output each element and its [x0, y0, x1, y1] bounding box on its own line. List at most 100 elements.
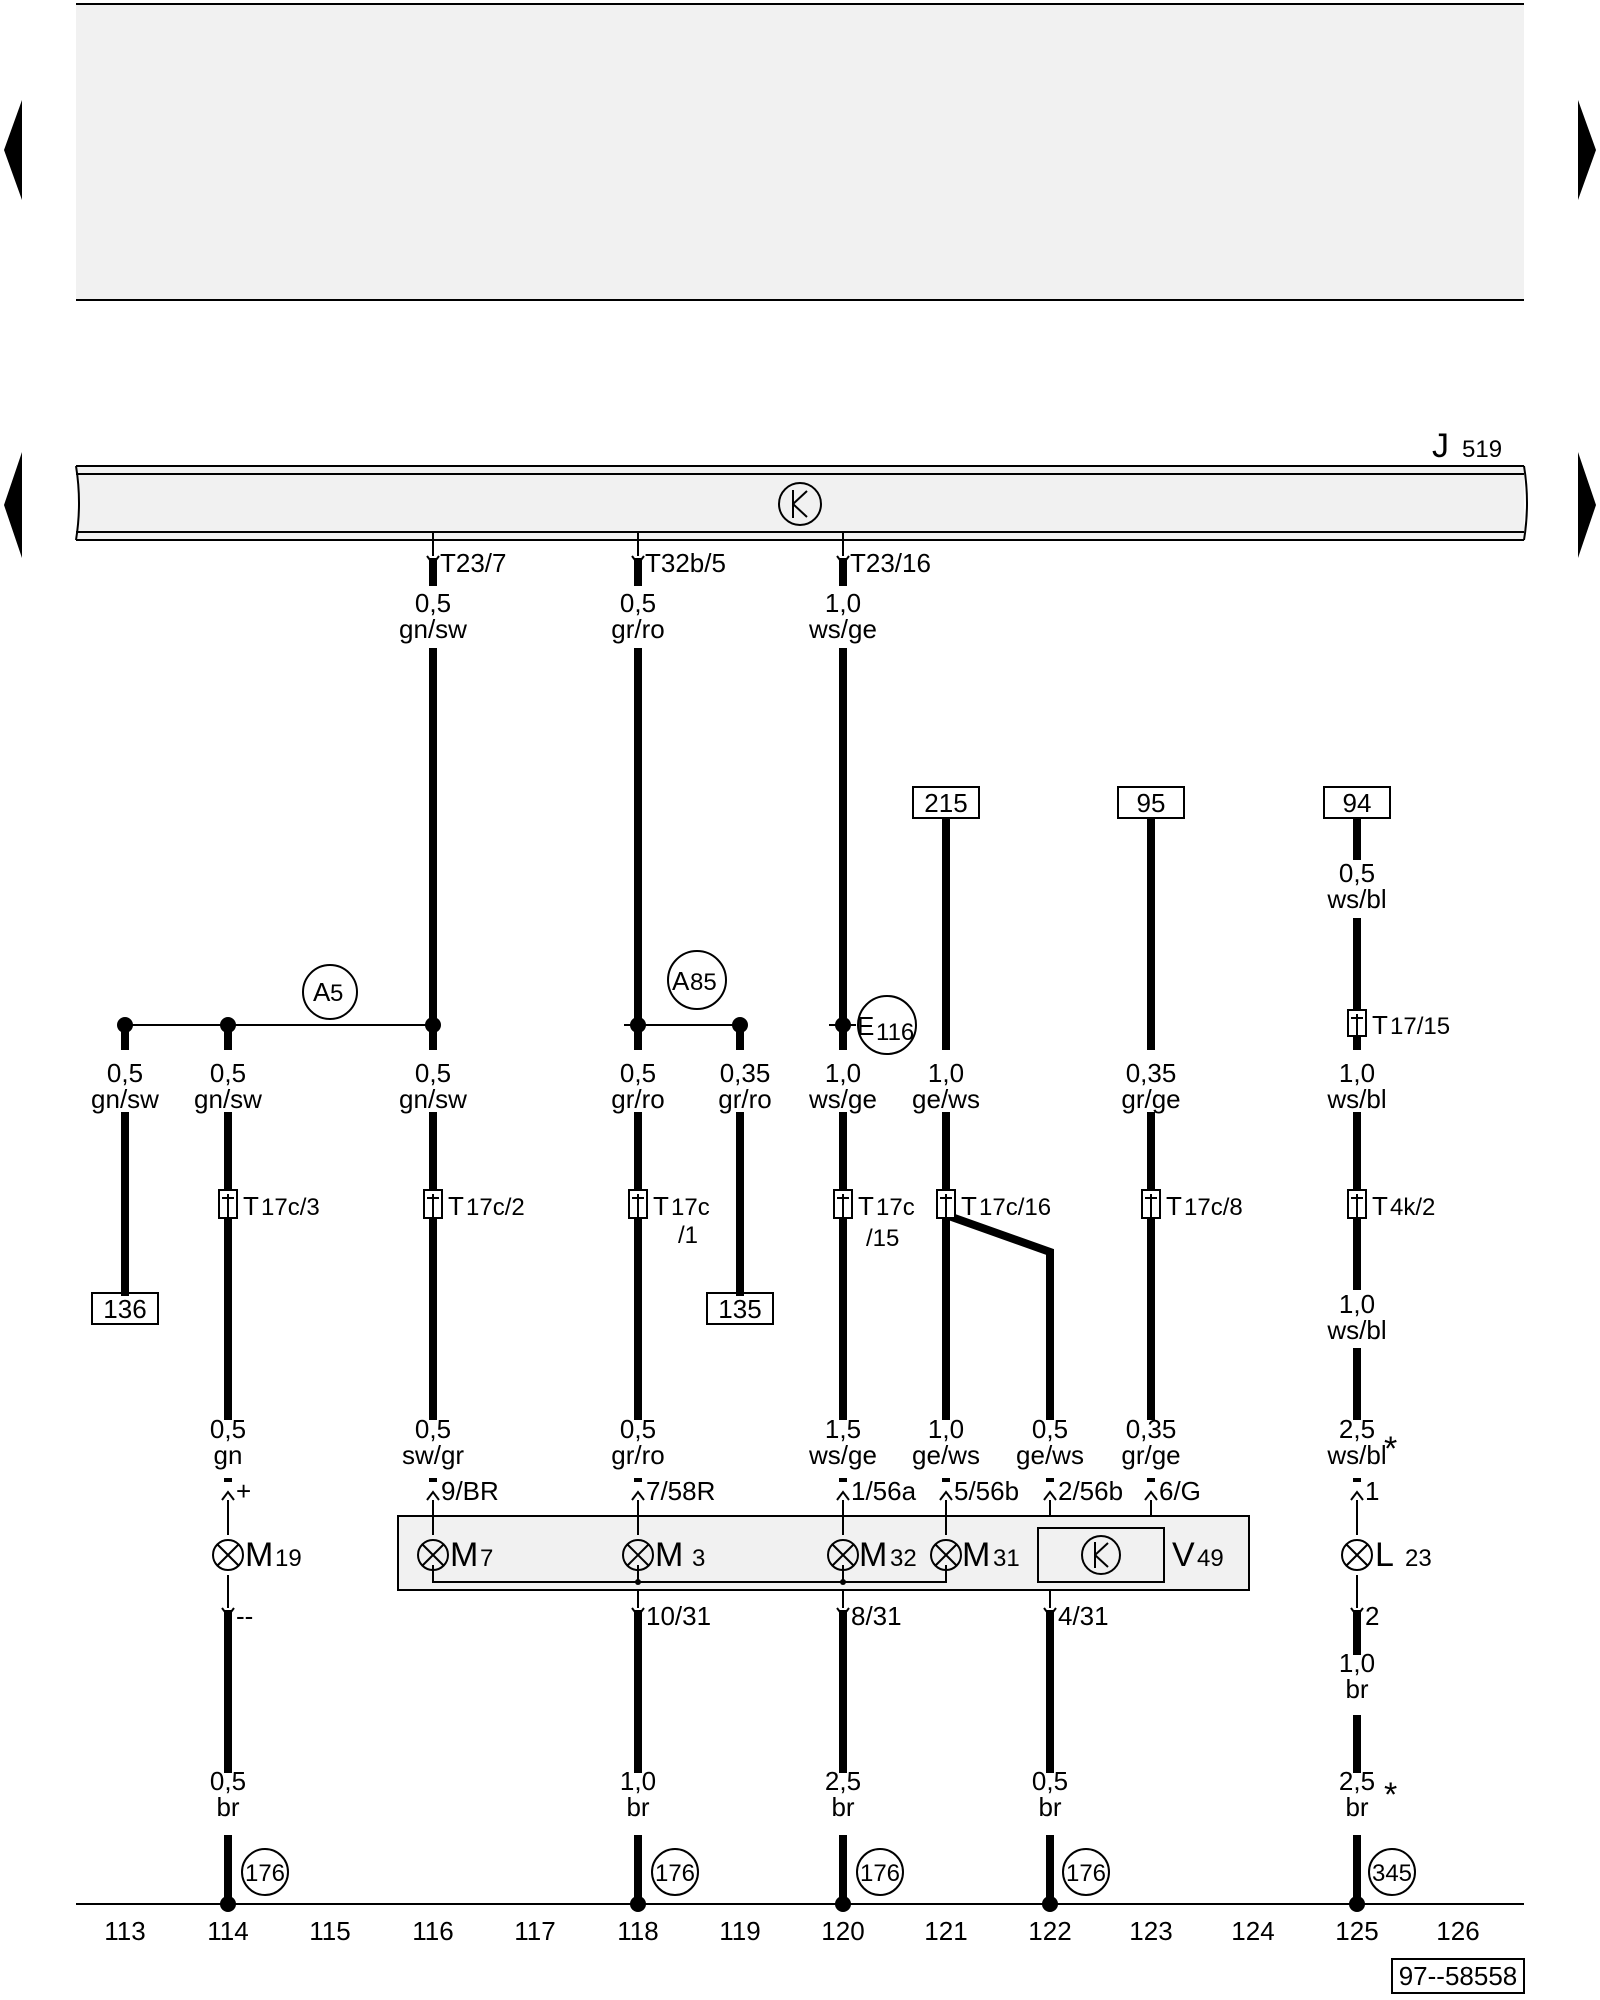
column-number: 113	[104, 1916, 145, 1946]
svg-text:A: A	[672, 966, 690, 996]
ref-box-215[interactable]: 215	[912, 786, 980, 819]
pin-label: 6/G	[1159, 1476, 1201, 1506]
svg-text:V: V	[1172, 1536, 1195, 1574]
svg-text:E: E	[857, 1011, 874, 1041]
wire-size: 1,0	[825, 1058, 861, 1088]
ref-box-94[interactable]: 94	[1323, 786, 1391, 819]
wire-color: ge/ws	[912, 1440, 980, 1470]
wire-size: 0,5	[415, 588, 451, 618]
connector-t17c-3: T 17c/3	[243, 1191, 320, 1221]
column-number: 123	[1129, 1916, 1172, 1946]
svg-text:176: 176	[1066, 1860, 1106, 1887]
wire-color: br	[831, 1792, 854, 1822]
svg-text:19: 19	[275, 1545, 302, 1572]
connector-t17-15: T 17/15	[1372, 1010, 1450, 1040]
ref-box-135[interactable]: 135	[706, 1292, 774, 1325]
component-m31: M 31	[962, 1536, 1020, 1574]
wire-color: ws/bl	[1326, 1084, 1386, 1114]
svg-text:17c: 17c	[671, 1194, 710, 1221]
svg-text:17c/8: 17c/8	[1184, 1194, 1243, 1221]
svg-text:T: T	[858, 1191, 874, 1221]
pin-label: 10/31	[646, 1601, 711, 1631]
wire-color: gr/ro	[611, 614, 664, 644]
junction-a85: A 85	[667, 950, 727, 1010]
prev-page-arrow-icon[interactable]	[4, 100, 22, 200]
wire-size: 1,0	[1339, 1058, 1375, 1088]
prev-section-arrow-icon[interactable]	[4, 452, 22, 558]
pin-t32b-5: T32b/5	[645, 548, 726, 578]
pin-t23-16: T23/16	[850, 548, 931, 578]
svg-text:M: M	[245, 1536, 273, 1574]
wire-color: br	[216, 1792, 239, 1822]
wire-size: 0,5	[415, 1414, 451, 1444]
svg-text:17c/3: 17c/3	[261, 1194, 320, 1221]
column-number: 125	[1335, 1916, 1378, 1946]
pin-label: 5/56b	[954, 1476, 1019, 1506]
wires	[76, 532, 1524, 1905]
wire-size: 1,0	[1339, 1289, 1375, 1319]
next-section-arrow-icon[interactable]	[1578, 452, 1596, 558]
svg-text:T: T	[961, 1191, 977, 1221]
svg-text:176: 176	[245, 1860, 285, 1887]
svg-text:176: 176	[860, 1860, 900, 1887]
wire-size: 0,35	[1126, 1058, 1177, 1088]
svg-text:31: 31	[993, 1545, 1020, 1572]
wire-size: 0,5	[1339, 858, 1375, 888]
ground-point-125: 345	[1368, 1848, 1416, 1896]
lamp-m32-icon	[827, 1539, 859, 1571]
asterisk-note: *	[1384, 1776, 1397, 1814]
wire-color: br	[1038, 1792, 1061, 1822]
junction-e116: E 116	[857, 995, 917, 1055]
wire-size: 2,5	[825, 1766, 861, 1796]
wire-color: gn/sw	[399, 614, 467, 644]
svg-text:97--58558: 97--58558	[1399, 1961, 1518, 1991]
junction-a5: A 5	[302, 964, 358, 1020]
svg-text:176: 176	[655, 1860, 695, 1887]
header-panel	[76, 4, 1524, 300]
connector-t17c-8: T 17c/8	[1166, 1191, 1243, 1221]
wire-size: 2,5	[1339, 1414, 1375, 1444]
wire-color: br	[1345, 1792, 1368, 1822]
pin-label: 2/56b	[1058, 1476, 1123, 1506]
svg-text:215: 215	[924, 788, 967, 818]
svg-text:17c/2: 17c/2	[466, 1194, 525, 1221]
ref-box-95[interactable]: 95	[1117, 786, 1185, 819]
wire-color: ws/ge	[808, 1084, 877, 1114]
ref-box-136[interactable]: 136	[91, 1292, 159, 1325]
wire-size: 2,5	[1339, 1766, 1375, 1796]
column-number: 115	[309, 1916, 350, 1946]
pin-arrow-icons	[426, 555, 850, 566]
next-page-arrow-icon[interactable]	[1578, 100, 1596, 200]
svg-text:3: 3	[692, 1545, 705, 1572]
wire-color: ws/bl	[1326, 884, 1386, 914]
control-unit-symbol-icon	[1081, 1535, 1121, 1575]
svg-text:T: T	[243, 1191, 259, 1221]
column-number: 121	[924, 1916, 967, 1946]
wire-color: br	[626, 1792, 649, 1822]
control-unit-j519: J 519	[75, 427, 1528, 541]
svg-text:4k/2: 4k/2	[1390, 1194, 1435, 1221]
column-number: 126	[1436, 1916, 1479, 1946]
module-v49	[1037, 1527, 1165, 1583]
connector-t4k-2: T 4k/2	[1372, 1191, 1435, 1221]
wire-color: gn/sw	[91, 1084, 159, 1114]
connector-t17c-1: T 17c /1	[653, 1191, 710, 1249]
svg-text:94: 94	[1343, 788, 1372, 818]
pin-label: --	[236, 1601, 253, 1631]
wire-size: 0,5	[210, 1414, 246, 1444]
svg-text:85: 85	[690, 969, 717, 996]
lamp-m3-icon	[622, 1539, 654, 1571]
svg-text:T: T	[448, 1191, 464, 1221]
column-number: 119	[719, 1916, 760, 1946]
wire-size: 0,5	[107, 1058, 143, 1088]
component-m19: M 19	[245, 1536, 302, 1574]
lamp-m19-icon	[212, 1539, 244, 1571]
wire-color: ws/ge	[808, 614, 877, 644]
wire-color: gn	[214, 1440, 243, 1470]
connector-t17c-2: T 17c/2	[448, 1191, 525, 1221]
junction-dots	[117, 1017, 1365, 1912]
control-unit-symbol-icon	[778, 482, 822, 526]
svg-text:116: 116	[876, 1019, 914, 1046]
column-number: 114	[207, 1916, 248, 1946]
